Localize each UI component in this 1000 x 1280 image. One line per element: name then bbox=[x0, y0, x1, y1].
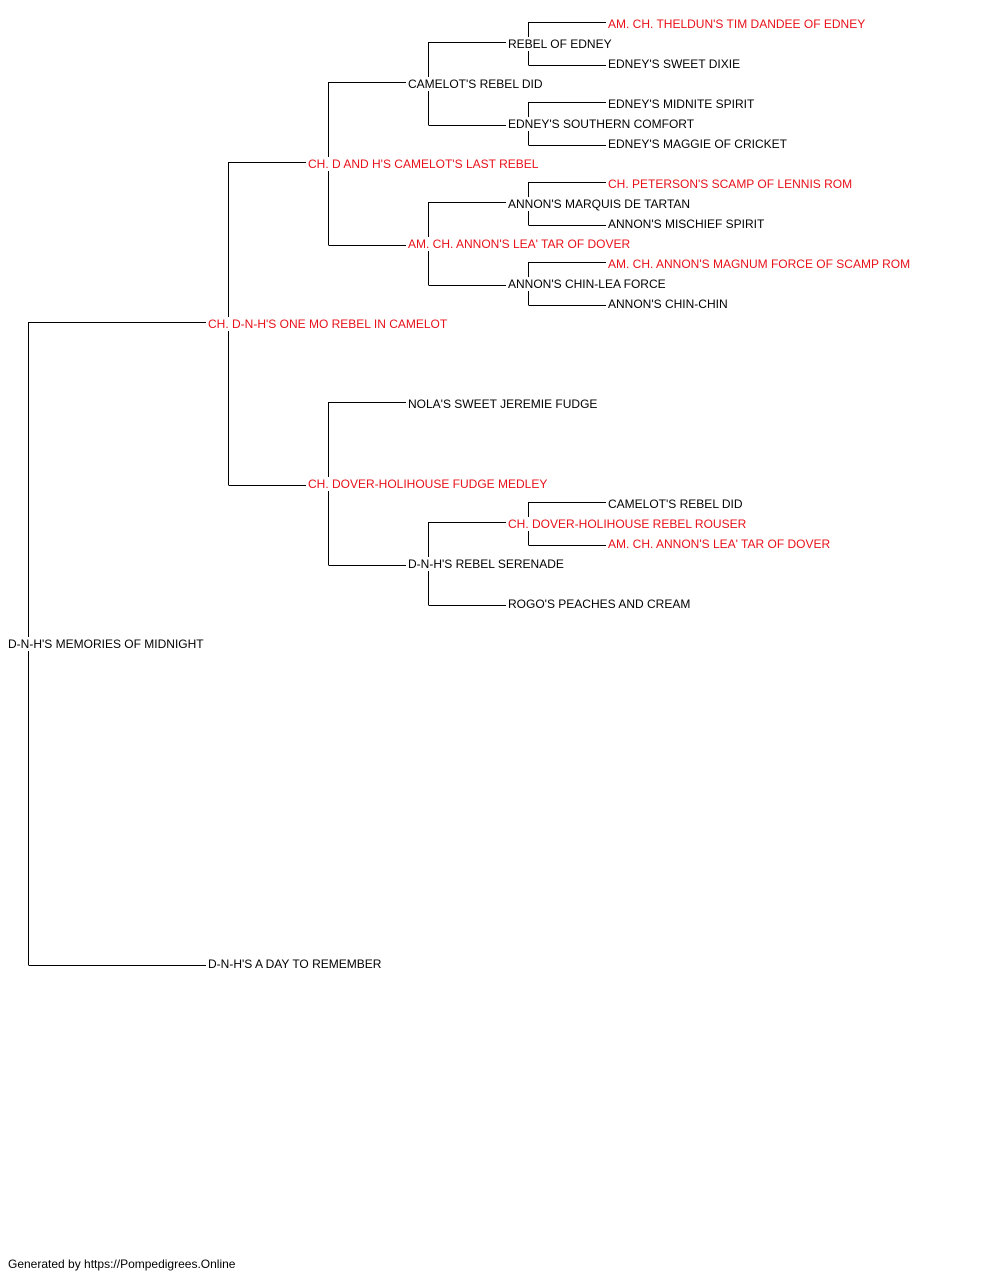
pedigree-node-ssssd: EDNEY'S SWEET DIXIE bbox=[608, 57, 743, 71]
pedigree-node-ss: CH. D AND H'S CAMELOT'S LAST REBEL bbox=[308, 157, 541, 171]
pedigree-node-dam: D-N-H'S A DAY TO REMEMBER bbox=[208, 957, 384, 971]
pedigree-node-sddsd: AM. CH. ANNON'S LEA' TAR OF DOVER bbox=[608, 537, 833, 551]
pedigree-node-sssdd: EDNEY'S MAGGIE OF CRICKET bbox=[608, 137, 789, 151]
pedigree-node-sdds: CH. DOVER-HOLIHOUSE REBEL ROUSER bbox=[508, 517, 749, 531]
pedigree-node-root: D-N-H'S MEMORIES OF MIDNIGHT bbox=[8, 637, 206, 651]
pedigree-node-sdd: D-N-H'S REBEL SERENADE bbox=[408, 557, 566, 571]
pedigree-node-sss: CAMELOT'S REBEL DID bbox=[408, 77, 545, 91]
footer-credit: Generated by https://Pompedigrees.Online bbox=[8, 1257, 236, 1271]
pedigree-node-sssss: AM. CH. THELDUN'S TIM DANDEE OF EDNEY bbox=[608, 17, 868, 31]
pedigree-node-sds: NOLA'S SWEET JEREMIE FUDGE bbox=[408, 397, 600, 411]
pedigree-node-ssd: AM. CH. ANNON'S LEA' TAR OF DOVER bbox=[408, 237, 633, 251]
pedigree-node-ssdsd: ANNON'S MISCHIEF SPIRIT bbox=[608, 217, 767, 231]
pedigree-node-sssd: EDNEY'S SOUTHERN COMFORT bbox=[508, 117, 697, 131]
pedigree-node-ssdds: AM. CH. ANNON'S MAGNUM FORCE OF SCAMP RO… bbox=[608, 257, 913, 271]
pedigree-node-ssds: ANNON'S MARQUIS DE TARTAN bbox=[508, 197, 693, 211]
pedigree-node-sssds: EDNEY'S MIDNITE SPIRIT bbox=[608, 97, 757, 111]
pedigree-node-ssddd: ANNON'S CHIN-CHIN bbox=[608, 297, 730, 311]
pedigree-node-ssdd: ANNON'S CHIN-LEA FORCE bbox=[508, 277, 668, 291]
pedigree-node-ssss: REBEL OF EDNEY bbox=[508, 37, 614, 51]
pedigree-node-sd: CH. DOVER-HOLIHOUSE FUDGE MEDLEY bbox=[308, 477, 550, 491]
pedigree-node-ssdss: CH. PETERSON'S SCAMP OF LENNIS ROM bbox=[608, 177, 855, 191]
pedigree-node-sddd: ROGO'S PEACHES AND CREAM bbox=[508, 597, 693, 611]
pedigree-node-sire: CH. D-N-H'S ONE MO REBEL IN CAMELOT bbox=[208, 317, 450, 331]
pedigree-node-sddss: CAMELOT'S REBEL DID bbox=[608, 497, 745, 511]
